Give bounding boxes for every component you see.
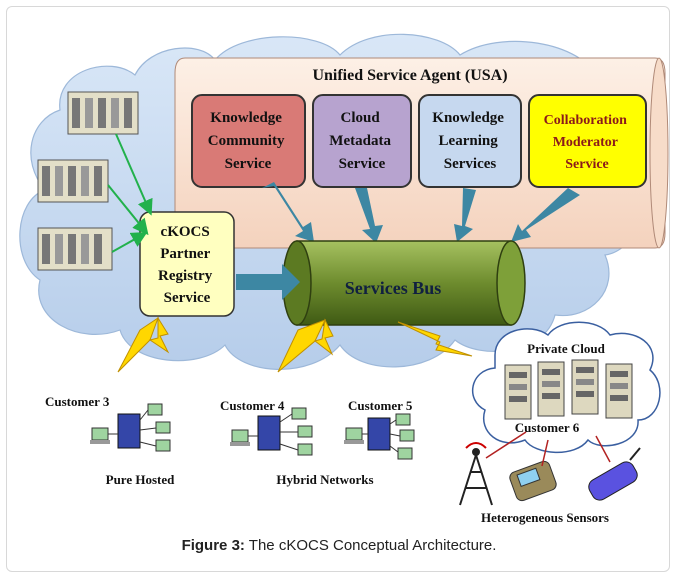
service-label: Services [444,156,497,172]
services-bus [282,240,526,326]
service-label: Knowledge [432,110,504,126]
server-rack-icon [37,227,113,271]
server-rack-icon [504,361,565,420]
svg-text:Cloud Metadata Ser: Cloud Metadata Service [329,110,394,172]
customer-3-label: Customer 3 [45,394,110,409]
hybrid-networks-label: Hybrid Networks [276,472,373,487]
registry-service-box: cKOCS Partner Registry Service [139,211,235,317]
private-cloud-label: Private Cloud [527,341,605,356]
service-label: Service [225,156,272,172]
network-cluster-icon [230,407,313,456]
server-rack-icon [67,91,139,135]
caption-text: The cKOCS Conceptual Architecture. [244,537,497,554]
registry-label: cKOCS [161,224,210,240]
service-collaboration-moderator: Collaboration Moderator Service [528,94,647,188]
customer-5-label: Customer 5 [348,398,413,413]
pure-hosted-label: Pure Hosted [106,472,175,487]
server-rack-icon [37,159,109,203]
sensor-links [485,431,611,467]
svg-text:Collaboration Moderator: Collaboration Moderator Service [544,113,631,172]
lightning-icon [277,318,334,373]
network-cluster-icon [344,413,415,460]
service-label: Service [339,156,386,172]
service-label: Collaboration [544,113,627,128]
svg-text:cKOCS Partner Regi: cKOCS Partner Registry Service [158,224,216,306]
service-label: Cloud [341,110,381,126]
service-knowledge-community: Knowledge Community Service [191,94,306,188]
lightning-bolts [117,316,473,373]
private-cloud [471,321,661,454]
service-label: Community [208,133,285,149]
service-label: Knowledge [210,110,282,126]
svg-text:Knowledge Learning: Knowledge Learning Services [432,110,507,172]
service-label: Moderator [553,135,618,150]
customer-6-label: Customer 6 [515,420,580,435]
registry-label: Registry [158,268,213,284]
service-knowledge-learning: Knowledge Learning Services [418,94,522,188]
lightning-icon [117,316,170,373]
registry-label: Partner [160,246,210,262]
service-cloud-metadata: Cloud Metadata Service [312,94,412,188]
down-arrow-icon [511,188,580,242]
bus-label: Services Bus [345,278,442,298]
mobile-phone-icon [509,460,557,502]
usa-title: Unified Service Agent (USA) [312,67,507,84]
down-arrow-icon [355,188,383,243]
customer-4-label: Customer 4 [220,398,285,413]
service-label: Learning [439,133,499,149]
svg-text:Knowledge Community: Knowledge Community Service [208,110,288,172]
sensors-label: Heterogeneous Sensors [481,510,609,525]
service-label: Service [565,157,609,172]
antenna-tower-icon [459,442,493,506]
network-cluster-icon [90,403,171,452]
cordless-phone-icon [588,447,641,501]
registry-to-bus-arrow [236,264,300,300]
rack-to-registry-links [107,133,153,253]
service-label: Metadata [329,133,391,149]
lightning-icon [397,321,473,357]
caption-prefix: Figure 3: [181,537,245,554]
figure-caption: Figure 3: The cKOCS Conceptual Architect… [0,537,678,554]
down-arrow-icon [262,182,314,242]
service-to-bus-arrows [262,182,580,243]
down-arrow-icon [454,188,476,242]
registry-label: Service [164,290,211,306]
server-rack-icon [571,359,633,419]
